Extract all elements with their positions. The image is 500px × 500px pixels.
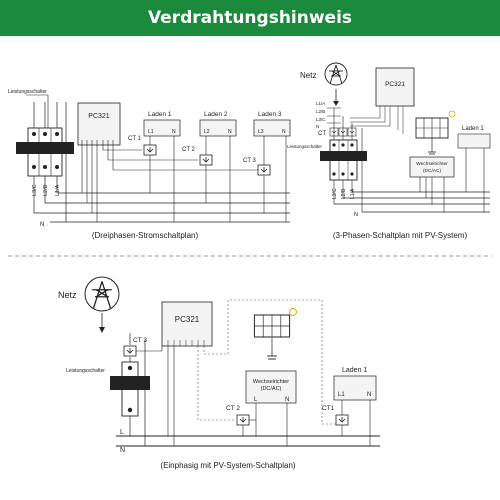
d3-line-n-label: N bbox=[120, 447, 125, 454]
d1-ct-3: CT 3 bbox=[243, 158, 271, 176]
d2-neutral-label: N bbox=[354, 212, 358, 218]
d2-sun-icon bbox=[448, 110, 456, 118]
d2-pc321-label: PC321 bbox=[385, 81, 405, 88]
d3-line-l-label: L bbox=[120, 429, 124, 436]
d3-ct1 bbox=[335, 414, 349, 426]
d1-breaker bbox=[16, 127, 74, 177]
d3-load-name: Laden 1 bbox=[342, 367, 367, 374]
d3-ct3-label: CT 3 bbox=[133, 337, 147, 344]
d2-inverter-line1: Wechselrichter bbox=[416, 161, 448, 167]
d1-phase-label-l1: L1/A bbox=[55, 184, 61, 196]
d1-ct-2: CT 2 bbox=[182, 147, 213, 166]
d1-load-3-n: N bbox=[282, 129, 286, 135]
d3-solar-panel-icon bbox=[253, 314, 291, 338]
d1-load-1-name: Laden 1 bbox=[148, 111, 172, 118]
d1-load-3-name: Laden 3 bbox=[258, 111, 282, 118]
d1-load-2-name: Laden 2 bbox=[204, 111, 228, 118]
d2-load-1: Laden 1 bbox=[457, 126, 491, 149]
d3-load-l: L1 bbox=[338, 392, 345, 398]
d3-ct3 bbox=[123, 345, 137, 357]
d2-breaker-phase-l2: L2/B bbox=[341, 188, 347, 199]
d3-load-1: Laden 1 L1 N bbox=[333, 367, 377, 401]
d1-load-2-l: L2 bbox=[204, 129, 210, 135]
d1-ct-2-label: CT 2 bbox=[182, 147, 196, 153]
d3-inverter-n: N bbox=[285, 397, 289, 403]
d1-load-3: Laden 3 L3 N bbox=[253, 111, 291, 137]
d1-pc321-label: PC321 bbox=[88, 113, 110, 120]
d1-load-3-l: L3 bbox=[258, 129, 264, 135]
d1-phase-label-l2: L2/B bbox=[43, 184, 49, 196]
d1-ct-1: CT 1 bbox=[128, 136, 157, 156]
d1-load-1: Laden 1 L1 N bbox=[143, 111, 181, 137]
d2-breaker-phase-l1: L1/A bbox=[350, 188, 356, 199]
d1-phase-label-l3: L3/C bbox=[32, 184, 38, 196]
d3-grid-label: Netz bbox=[58, 290, 77, 300]
d3-inverter-l: L bbox=[254, 397, 258, 403]
d2-caption: (3-Phasen-Schaltplan mit PV-System) bbox=[333, 231, 468, 240]
d2-ct-label: CT bbox=[318, 131, 326, 137]
d1-load-2-n: N bbox=[228, 129, 232, 135]
d2-pc321-meter: PC321 bbox=[375, 67, 415, 134]
d1-ct-3-label: CT 3 bbox=[243, 158, 257, 164]
d3-pc321-meter: PC321 bbox=[161, 301, 213, 347]
d2-load-name: Laden 1 bbox=[462, 126, 484, 132]
d2-phase-label-l2: L2/B bbox=[316, 109, 325, 114]
diagram-single-phase-pv: Netz PC321 CT 3 Leistung bbox=[58, 276, 380, 470]
d1-pc321-meter: PC321 bbox=[77, 102, 121, 222]
d2-breaker-label: Leistungsschalter bbox=[287, 144, 323, 149]
d3-inverter-line2: (DC/AC) bbox=[261, 386, 282, 392]
d2-breaker bbox=[320, 139, 367, 181]
d2-phase-label-n: N bbox=[316, 124, 319, 129]
d1-ct-1-label: CT 1 bbox=[128, 136, 142, 142]
d1-caption: (Dreiphasen-Stromschaltplan) bbox=[92, 231, 199, 240]
d2-phase-label-l1: L1/A bbox=[316, 101, 325, 106]
diagram-three-phase: Leistungsschalter L3/C L2/B L1/A bbox=[8, 89, 291, 240]
d2-inverter-line2: (DC/AC) bbox=[423, 168, 442, 174]
d1-breaker-label: Leistungsschalter bbox=[8, 89, 47, 95]
d3-ct2 bbox=[236, 414, 250, 426]
d3-breaker-label: Leistungsschalter bbox=[66, 368, 105, 374]
d2-breaker-phase-l3: L3/C bbox=[332, 188, 338, 199]
d3-inverter: Wechselrichter (DC/AC) L N bbox=[245, 370, 297, 404]
d3-breaker bbox=[110, 361, 150, 417]
d3-inverter-line1: Wechselrichter bbox=[253, 379, 289, 385]
title-banner: Verdrahtungshinweis bbox=[0, 0, 500, 36]
d2-solar-panel-icon bbox=[415, 117, 449, 139]
d3-load-n: N bbox=[367, 392, 371, 398]
d1-load-1-n: N bbox=[172, 129, 176, 135]
d2-phase-label-l3: L3/C bbox=[316, 117, 326, 122]
d3-pc321-label: PC321 bbox=[175, 315, 200, 324]
page-title: Verdrahtungshinweis bbox=[147, 8, 353, 28]
diagram-three-phase-pv: Netz L1/A L2/B L3/C N PC321 bbox=[287, 62, 491, 240]
d3-sun-icon bbox=[289, 308, 297, 316]
d1-neutral-label: N bbox=[40, 222, 44, 228]
d1-load-1-l: L1 bbox=[148, 129, 154, 135]
d3-ct1-label: CT1 bbox=[322, 405, 335, 412]
d1-load-2: Laden 2 L2 N bbox=[199, 111, 237, 137]
d2-inverter: Wechselrichter (DC/AC) bbox=[409, 156, 455, 178]
d3-ct2-label: CT 2 bbox=[226, 405, 240, 412]
d3-caption: (Einphasig mit PV-System-Schaltplan) bbox=[160, 461, 296, 470]
d2-grid-label: Netz bbox=[300, 71, 316, 80]
